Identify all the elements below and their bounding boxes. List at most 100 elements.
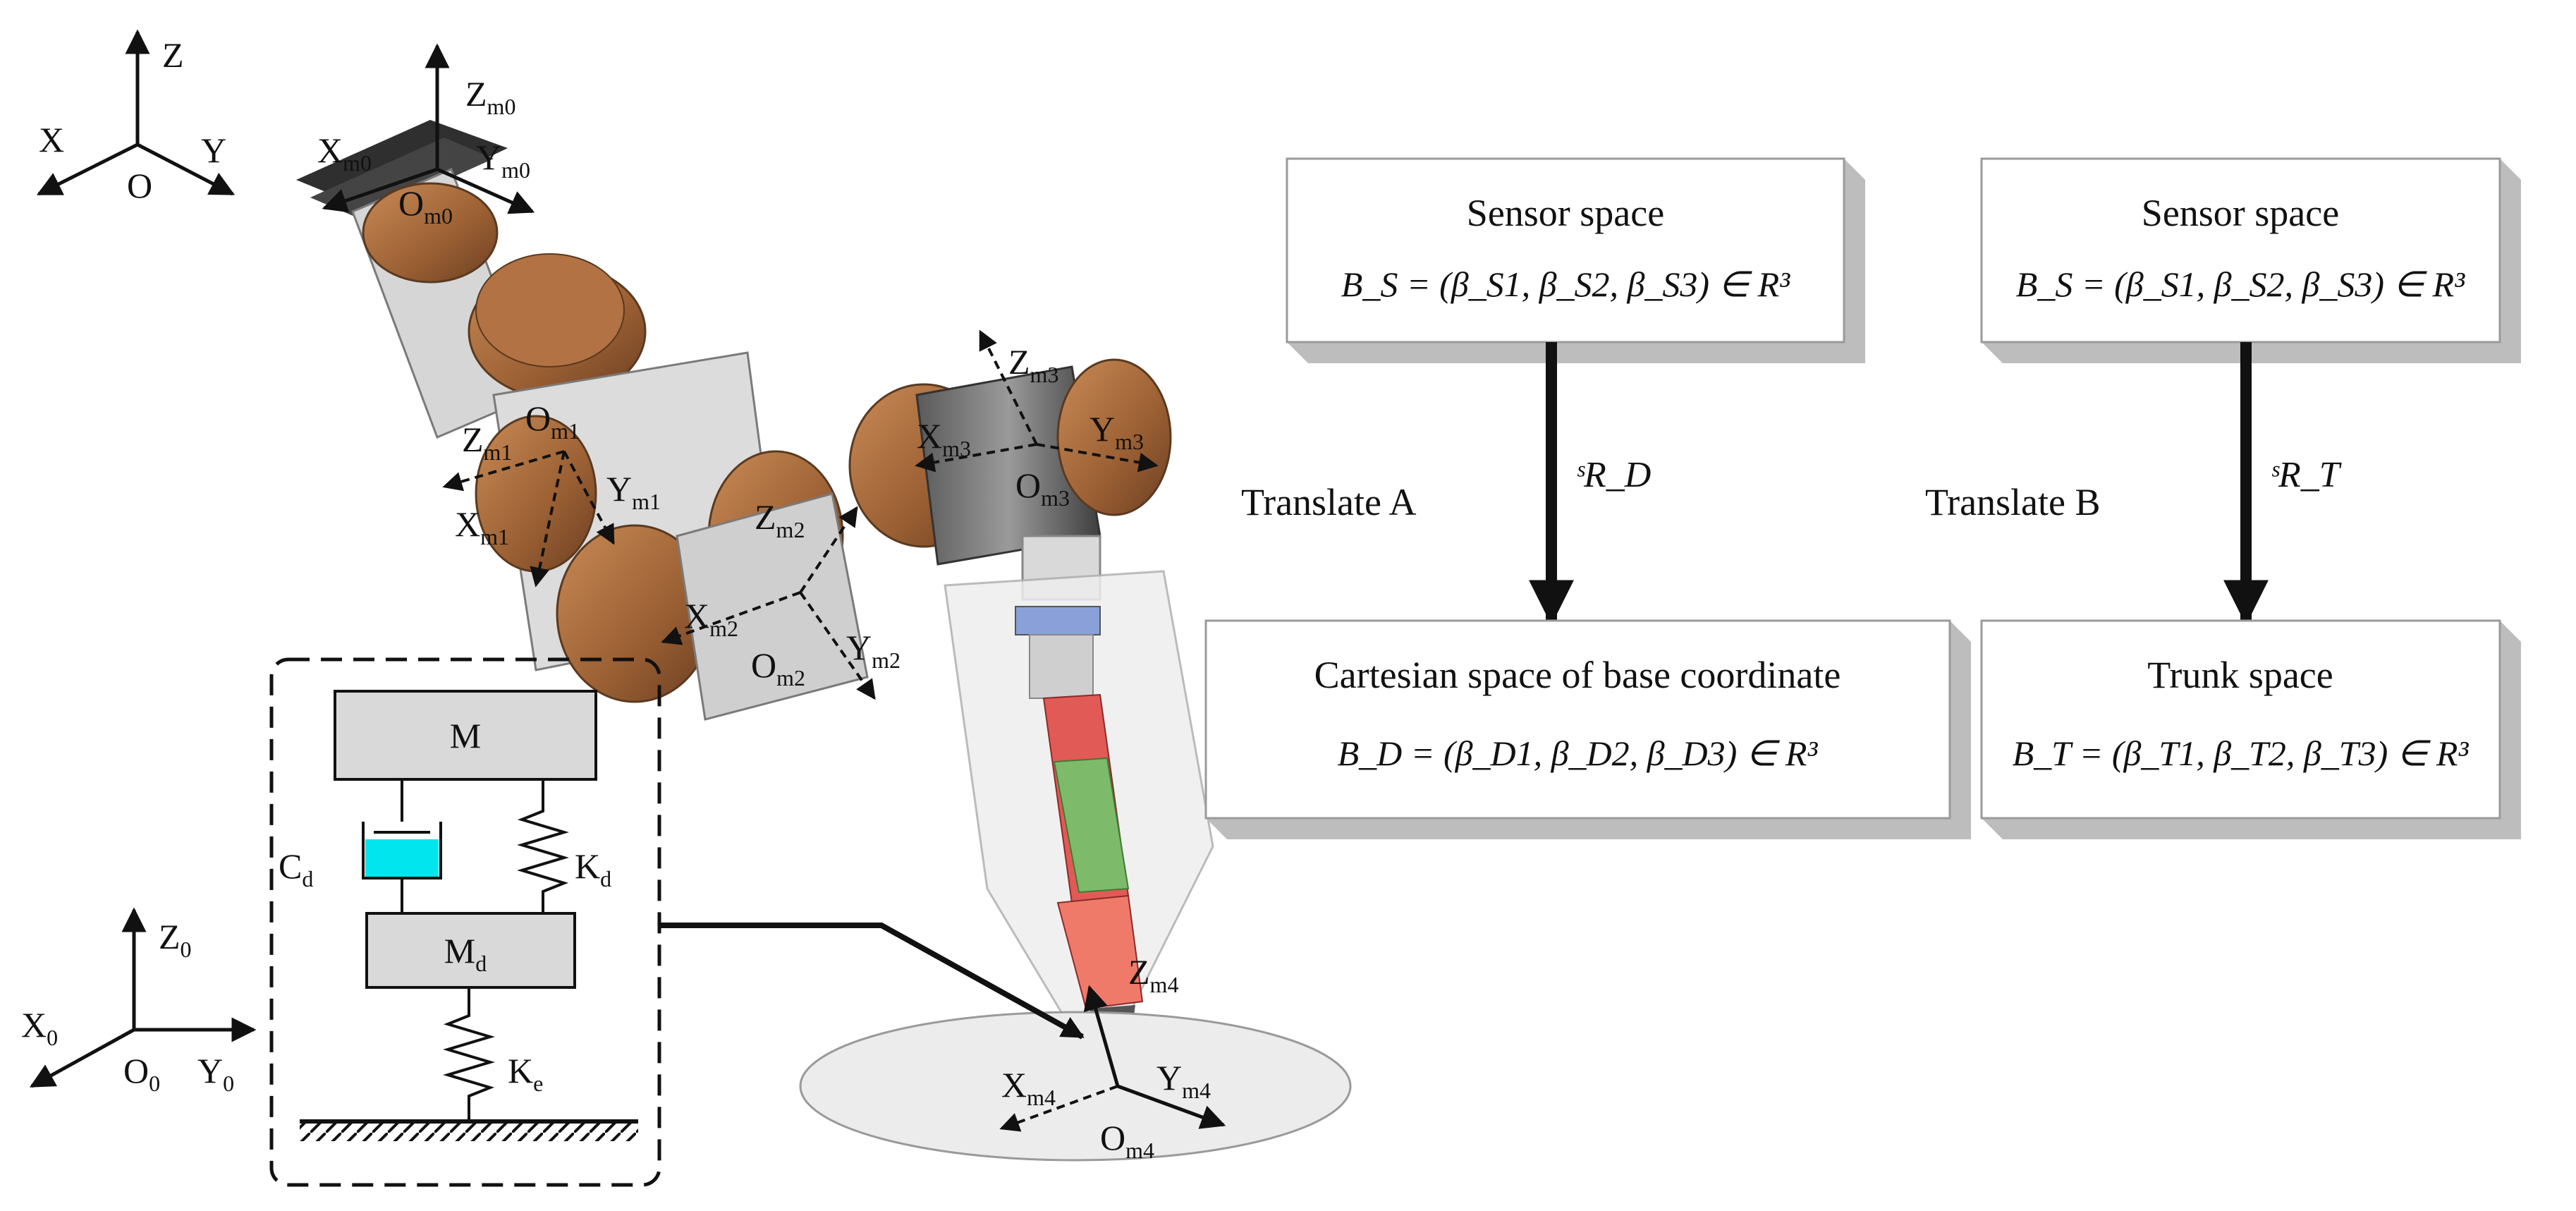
base-x-sub: 0 bbox=[47, 1025, 58, 1050]
svg-text:Xm0: Xm0 bbox=[317, 130, 372, 176]
frame-m1: Om1 Zm1 Ym1 Xm1 bbox=[442, 398, 661, 588]
flow-b: Sensor space B_S = (β_S1, β_S2, β_S3) ∈ … bbox=[1925, 157, 2521, 839]
svg-text:Xm3: Xm3 bbox=[917, 416, 971, 461]
mass-d-block bbox=[365, 912, 576, 989]
mass-d-sub: d bbox=[475, 951, 487, 976]
frame-m2-x-sub: m2 bbox=[709, 616, 738, 641]
frame-m1-x-sub: m1 bbox=[480, 524, 509, 549]
frame-m3: Zm3 Xm3 Ym3 Om3 bbox=[915, 329, 1159, 511]
svg-text:Zm4: Zm4 bbox=[1128, 952, 1178, 997]
base-frame: Z0 X0 O0 Y0 bbox=[21, 907, 257, 1096]
flow-b-relation: ˢR_T bbox=[2271, 455, 2342, 495]
frame-m1-x: X bbox=[455, 504, 480, 544]
frame-m0-z: Z bbox=[465, 74, 487, 114]
flow-a-bottom-box bbox=[1204, 619, 1951, 820]
world-x-label: X bbox=[39, 120, 64, 159]
frame-m4-o: O bbox=[1100, 1118, 1125, 1157]
base-y-sub: 0 bbox=[223, 1071, 234, 1096]
frame-m2-o-sub: m2 bbox=[776, 665, 805, 690]
spring-ke-label: K bbox=[508, 1051, 533, 1090]
ground-hatch bbox=[300, 1123, 638, 1141]
mass-block bbox=[334, 690, 597, 781]
svg-text:Xm1: Xm1 bbox=[455, 504, 509, 549]
frame-m0-x: X bbox=[317, 130, 343, 170]
flow-a-bottom-title: Cartesian space of base coordinate bbox=[1314, 654, 1841, 696]
frame-m3-y-sub: m3 bbox=[1115, 429, 1144, 454]
svg-text:X0: X0 bbox=[21, 1005, 58, 1050]
world-z-label: Z bbox=[162, 35, 184, 75]
frame-m0-o: O bbox=[398, 183, 424, 223]
frame-m2-x: X bbox=[684, 596, 709, 635]
frame-m4-o-sub: m4 bbox=[1125, 1138, 1154, 1163]
base-z-sub: 0 bbox=[181, 937, 192, 962]
svg-text:Y0: Y0 bbox=[197, 1051, 234, 1096]
svg-text:Zm2: Zm2 bbox=[755, 497, 805, 542]
flow-b-bottom-formula: B_T = (β_T1, β_T2, β_T3) ∈ R³ bbox=[2013, 734, 2470, 773]
flow-a-translate: Translate A bbox=[1241, 481, 1417, 523]
flow-b-top-formula: B_S = (β_S1, β_S2, β_S3) ∈ R³ bbox=[2016, 264, 2465, 304]
frame-m3-z: Z bbox=[1008, 342, 1030, 382]
base-o: O bbox=[123, 1051, 149, 1090]
svg-text:Zm3: Zm3 bbox=[1008, 342, 1058, 387]
frame-m0-z-sub: m0 bbox=[487, 94, 516, 119]
svg-text:Ym4: Ym4 bbox=[1156, 1058, 1211, 1103]
svg-text:Cd: Cd bbox=[279, 846, 313, 891]
svg-text:Xm4: Xm4 bbox=[1001, 1065, 1056, 1110]
spring-kd bbox=[517, 779, 569, 913]
base-x: X bbox=[21, 1005, 47, 1045]
svg-text:Om0: Om0 bbox=[398, 183, 453, 229]
flow-b-bottom-box bbox=[1980, 619, 2501, 820]
svg-text:Om1: Om1 bbox=[525, 398, 580, 444]
svg-text:Om3: Om3 bbox=[1015, 465, 1070, 511]
frame-m0-y-sub: m0 bbox=[501, 157, 530, 183]
frame-m4-x: X bbox=[1001, 1065, 1027, 1104]
frame-m3-o: O bbox=[1015, 465, 1041, 505]
spring-ke-sub: e bbox=[533, 1071, 543, 1096]
flow-a: Sensor space B_S = (β_S1, β_S2, β_S3) ∈ … bbox=[1204, 157, 1971, 839]
flow-a-top-title: Sensor space bbox=[1467, 192, 1664, 234]
frame-m1-o-sub: m1 bbox=[551, 418, 580, 444]
frame-m2: Zm2 Xm2 Om2 Ym2 bbox=[661, 497, 901, 700]
frame-m0-x-sub: m0 bbox=[343, 150, 372, 176]
mass-d-label: M bbox=[444, 931, 475, 970]
frame-m2-z-sub: m2 bbox=[776, 517, 805, 542]
frame-m3-y: Y bbox=[1089, 409, 1115, 449]
base-o-sub: 0 bbox=[149, 1071, 160, 1096]
base-y: Y bbox=[197, 1051, 223, 1090]
frame-m0: Zm0 Xm0 Ym0 Om0 bbox=[317, 43, 535, 229]
damper-sub: d bbox=[302, 866, 313, 891]
svg-text:Ym1: Ym1 bbox=[606, 469, 661, 514]
frame-m0-y: Y bbox=[476, 138, 501, 177]
spring-ke bbox=[443, 987, 495, 1121]
flow-a-bottom-formula: B_D = (β_D1, β_D2, β_D3) ∈ R³ bbox=[1338, 734, 1819, 773]
world-y-label: Y bbox=[201, 130, 226, 170]
flow-a-top-box bbox=[1286, 157, 1845, 343]
flow-b-top-title: Sensor space bbox=[2142, 192, 2339, 234]
frame-m2-y-sub: m2 bbox=[872, 647, 901, 673]
frame-m4-y: Y bbox=[1156, 1058, 1182, 1097]
frame-m2-z: Z bbox=[755, 497, 776, 537]
frame-m1-z: Z bbox=[462, 420, 484, 459]
frame-m3-o-sub: m3 bbox=[1041, 485, 1070, 511]
spring-kd-label: K bbox=[575, 846, 600, 886]
frame-m0-o-sub: m0 bbox=[424, 203, 453, 229]
svg-text:Ym0: Ym0 bbox=[476, 138, 530, 183]
mass-label: M bbox=[450, 716, 481, 755]
frame-m3-x: X bbox=[917, 416, 942, 456]
frame-m2-y: Y bbox=[846, 628, 872, 667]
flow-a-relation: ˢR_D bbox=[1576, 455, 1651, 495]
frame-m4: Zm4 Xm4 Ym4 Om4 bbox=[999, 952, 1226, 1163]
frame-m1-z-sub: m1 bbox=[484, 439, 513, 465]
frame-m4-z-sub: m4 bbox=[1150, 972, 1179, 997]
flow-a-top-formula: B_S = (β_S1, β_S2, β_S3) ∈ R³ bbox=[1341, 264, 1790, 304]
damper-fluid bbox=[365, 839, 439, 877]
svg-text:O0: O0 bbox=[123, 1051, 160, 1096]
world-frame: Z X Y O bbox=[36, 29, 236, 205]
impedance-model: M Cd Kd Md Ke bbox=[269, 657, 661, 1187]
spring-kd-sub: d bbox=[600, 866, 611, 891]
frame-m4-z: Z bbox=[1128, 952, 1150, 992]
flow-b-translate: Translate B bbox=[1925, 481, 2101, 523]
svg-text:Z0: Z0 bbox=[159, 917, 192, 962]
base-z: Z bbox=[159, 917, 181, 956]
